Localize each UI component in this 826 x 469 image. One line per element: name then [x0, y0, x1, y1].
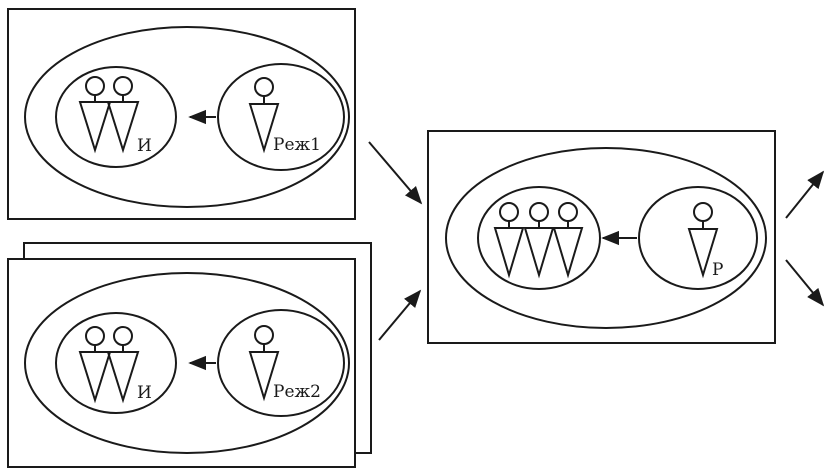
group-label: И — [137, 136, 152, 156]
group-figure — [106, 76, 140, 154]
group-ellipse — [55, 312, 177, 414]
flow-arrow-from-bottom — [378, 289, 422, 341]
actor-figure — [248, 325, 280, 402]
panel-frame — [7, 8, 356, 220]
flow-arrow-from-top — [368, 141, 423, 205]
group-ellipse — [55, 66, 177, 168]
actor-label: Реж2 — [273, 382, 321, 402]
group-figure — [523, 202, 555, 279]
actor-figure — [248, 77, 280, 154]
actor-ellipse — [217, 63, 345, 171]
actor-label: Реж1 — [273, 135, 321, 155]
group-figure — [78, 76, 112, 154]
actor-label: Р — [712, 260, 723, 280]
panel-bottom-left: И Реж2 — [7, 242, 372, 468]
flow-arrow-out-down — [785, 259, 825, 307]
group-figure — [552, 202, 584, 279]
flow-arrow-out-up — [785, 170, 825, 219]
actor-ellipse — [217, 309, 345, 417]
panel-frame — [427, 130, 776, 344]
outer-ellipse — [445, 147, 767, 329]
actor-figure — [687, 202, 719, 279]
panel-right: Р — [427, 130, 776, 344]
group-figure — [493, 202, 525, 279]
group-ellipse — [477, 186, 601, 290]
actor-ellipse — [638, 186, 758, 290]
outer-ellipse — [24, 26, 350, 208]
panel-frame — [7, 258, 356, 468]
group-figure — [78, 326, 112, 404]
panel-top-left: И Реж1 — [7, 8, 356, 220]
group-figure — [106, 326, 140, 404]
group-label: И — [137, 383, 152, 403]
outer-ellipse — [24, 272, 350, 454]
